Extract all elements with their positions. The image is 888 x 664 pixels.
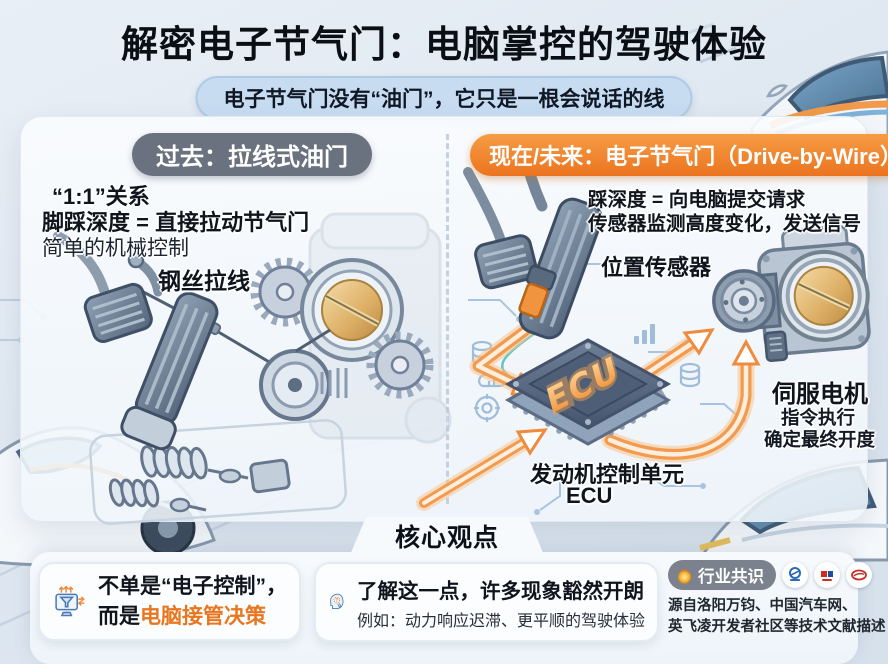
luoyang-wanjun-logo (782, 562, 808, 588)
position-sensor-label: 位置传感器 (601, 255, 712, 280)
page-title: 解密电子节气门：电脑掌控的驾驶体验 (121, 24, 767, 65)
china-auto-logo (814, 562, 840, 588)
ecu-caption-line2: ECU (566, 483, 613, 508)
head-question-icon: ? (330, 593, 344, 609)
future-badge: 现在/未来：电子节气门（Drive-by-Wire） (470, 134, 888, 176)
ecu-caption-line1: 发动机控制单元 (530, 462, 685, 487)
medal-icon (677, 567, 692, 584)
core-card-insight: ? 了解这一点，许多现象豁然开朗 例如：动力响应迟滞、更平顺的驾驶体验 (314, 562, 659, 642)
core-title: 核心观点 (394, 524, 499, 552)
past-line1: “1:1”关系 (52, 184, 150, 209)
comparison-panel (20, 116, 868, 522)
core-card-takeover: 不单是“电子控制”， 而是电脑接管决策 (38, 562, 301, 641)
svg-text:?: ? (336, 598, 339, 603)
card1-highlight: 电脑接管决策 (140, 604, 266, 628)
consensus-badge: 行业共识 (668, 560, 776, 590)
consensus-sources: 源自洛阳万钧、中国汽车网、 英飞凌开发者社区等技术文献描述 (668, 598, 886, 636)
card1-line1: 不单是“电子控制”， (98, 575, 287, 599)
cable-label: 钢丝拉线 (158, 268, 250, 294)
past-line3: 简单的机械控制 (42, 237, 189, 260)
card2-line1: 了解这一点，许多现象豁然开朗 (356, 579, 644, 603)
consensus-block: 行业共识 源自洛阳万钧、中国汽车网、 英飞凌开发者社区等技术文献描述 (668, 560, 886, 638)
card1-line2: 而是电脑接管决策 (98, 604, 266, 628)
panel-divider (446, 134, 449, 504)
servo-line1: 指令执行 (781, 407, 856, 428)
card2-line2: 例如：动力响应迟滞、更平顺的驾驶体验 (356, 612, 645, 630)
future-line2: 传感器监测高度变化，发送信号 (588, 213, 862, 235)
future-line1: 踩深度 = 向电脑提交请求 (588, 189, 806, 211)
subtitle-pill: 电子节气门没有“油门”，它只是一根会说话的线 (195, 76, 693, 120)
past-line2: 脚踩深度 = 直接拉动节气门 (42, 210, 310, 235)
infineon-logo (846, 562, 872, 588)
servo-line2: 确定最终开度 (764, 429, 876, 450)
monitor-funnel-icon (55, 585, 85, 616)
servo-title: 伺服电机 (772, 381, 868, 408)
past-badge: 过去：拉线式油门 (132, 133, 372, 176)
core-tab: 核心观点 (350, 517, 544, 555)
